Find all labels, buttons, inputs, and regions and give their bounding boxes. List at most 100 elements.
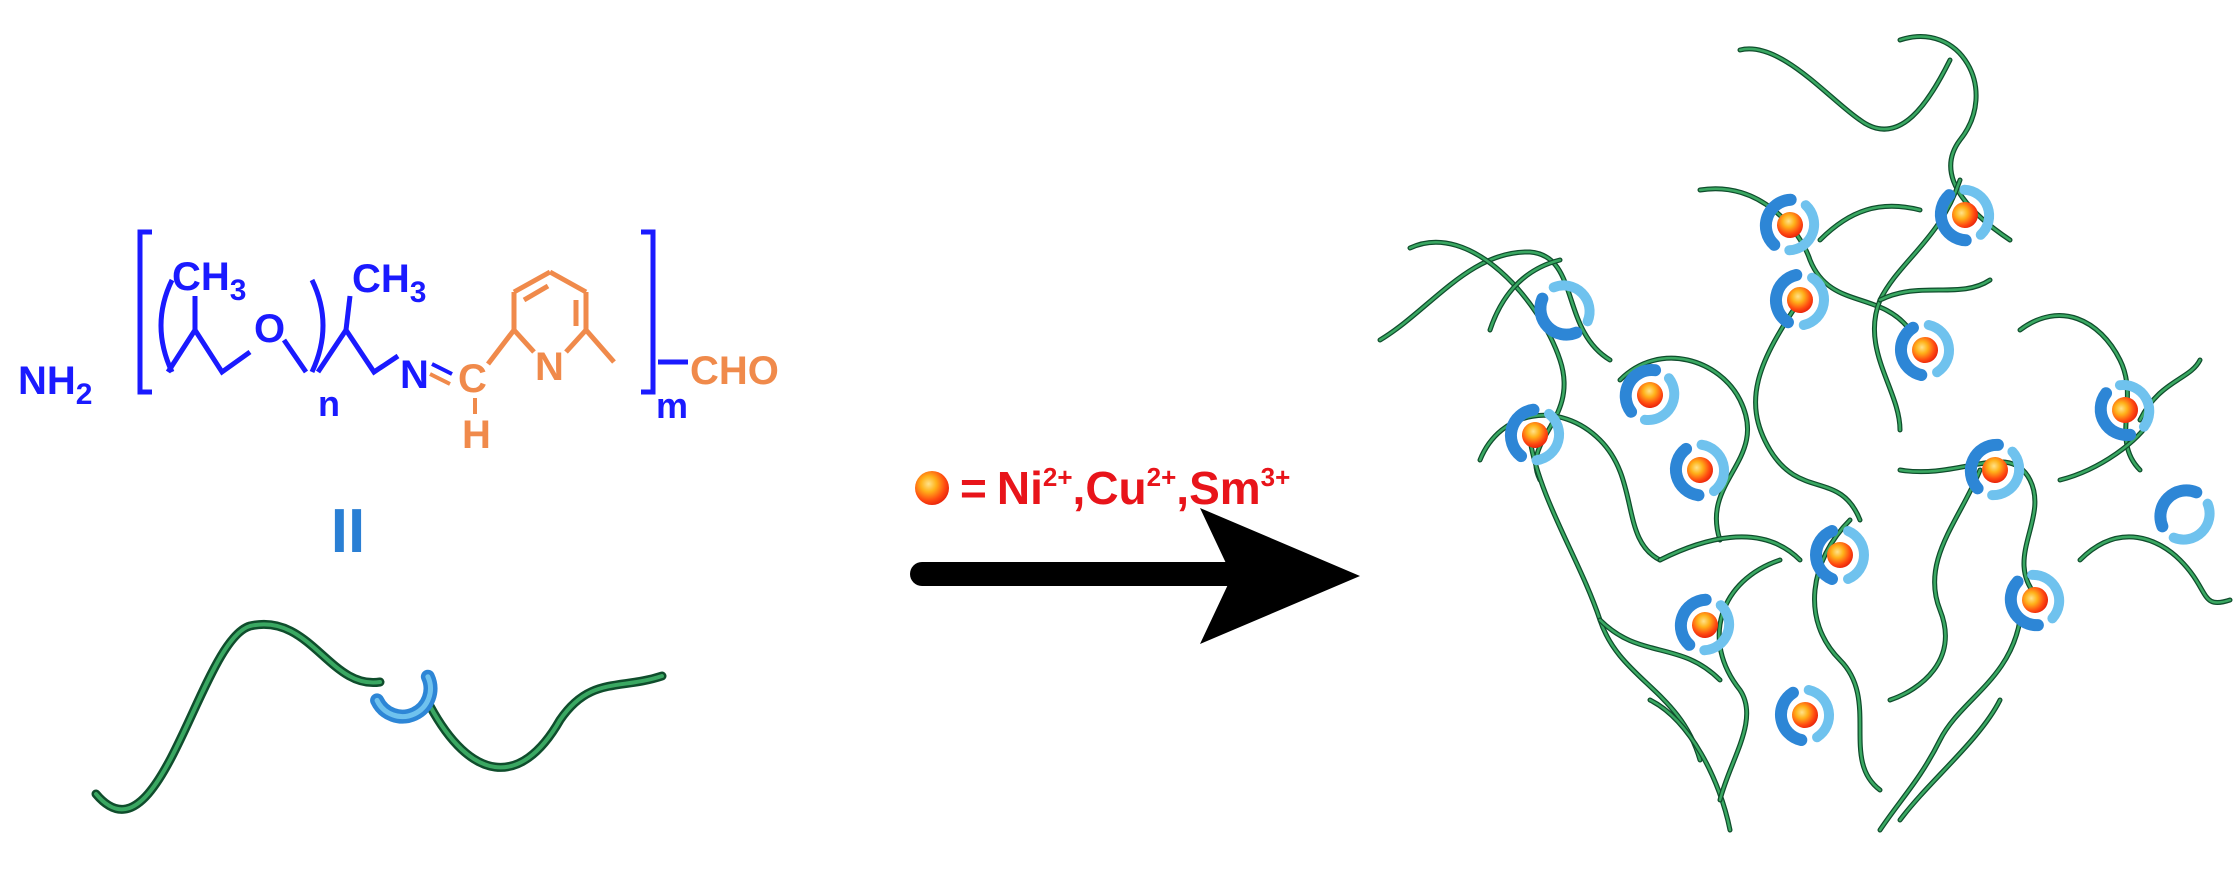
ligand-arc-right [1923,319,1954,378]
polymer-chain-22 [1817,203,1923,243]
metal-complex-5 [1619,364,1680,425]
polymer-chain-highlight-8 [1738,47,1952,131]
metal-ion-sphere-icon [2112,397,2138,423]
ligand-arc-left [2094,387,2137,441]
backbone-bonds-right [315,325,400,376]
ligand-arc-left [1759,193,1797,251]
legend-text: =Ni2+,Cu2+,Sm3+ [960,462,1290,514]
metal-complex-4 [1895,319,1954,382]
imine-nitrogen: N [400,353,429,397]
metal-ion-sphere-icon [1787,287,1813,313]
imine-double-bond-2 [429,372,451,386]
polymer-chain-highlight-21 [1598,618,1722,682]
polymer-chain-10 [1872,177,1963,433]
metal-complex-3 [1770,268,1829,331]
imine-double-bond-1 [431,362,453,376]
repeat-m: m [656,385,688,426]
imine-hydrogen: H [462,413,491,457]
ligand-arc-right [1696,439,1730,497]
polymer-chain-highlight-6 [1618,356,1749,542]
ligand-arc-left [1669,442,1705,502]
polymer-chain-highlight-10 [1873,178,1962,432]
ligand-arc-left [1534,292,1583,341]
free-ligand-14 [1534,280,1595,341]
metal-ion-sphere-icon [1792,702,1818,728]
ether-bond [281,338,309,374]
crosslinked-network [1377,34,2233,833]
metal-complex-2 [1934,184,1995,247]
polymer-chain-highlight-13 [1717,558,1782,802]
polymer-chain-19 [1657,534,1803,563]
repeat-n: n [318,383,340,424]
polymer-chain-highlight-20 [1878,278,1992,302]
imine-carbon: C [458,357,487,401]
network-ligands [1504,184,2215,747]
ligand-arc-right [1959,184,1995,240]
right-bracket [641,229,656,395]
metal-complex-8 [1669,439,1730,502]
metal-ion-sphere-icon [1952,202,1978,228]
ligand-arc-left [1674,593,1712,651]
ligand-arc-left [1775,686,1808,747]
ligand-arc-left [1934,189,1972,247]
ligand-arc-left [1810,525,1838,585]
ligand-arc-left [1895,321,1928,382]
inner-open-paren [158,278,175,374]
ligand-arc-right [1639,373,1680,425]
ether-oxygen: O [254,307,285,351]
ligand-arc-left [1504,403,1540,463]
metal-complex-13 [1775,684,1834,747]
pyridine-ring [486,269,616,366]
polymer-chain-highlight-16 [2078,535,2232,604]
methyl-left: CH3 [172,255,246,307]
ligand-arc-right [2027,569,2065,624]
network-chains [1377,34,2233,833]
ligand-arc-left [1964,438,2004,495]
metal-ion-legend: =Ni2+,Cu2+,Sm3+ [915,462,1290,514]
ligand-arc-right [1803,684,1834,743]
metal-ion-sphere-icon [2022,587,2048,613]
polymer-chain-highlight-18 [1888,468,1982,702]
ligand-arc-right [1987,446,2025,501]
polymer-chain-highlight-17 [1878,618,2022,832]
polymer-chain-5 [1647,697,1733,833]
ligand-arc-right [1843,526,1869,584]
metal-complex-11 [2004,569,2065,632]
polymer-chain-highlight-1 [1378,250,1612,362]
inner-close-paren [309,278,326,374]
metal-ion-sphere-icon [1912,337,1938,363]
ligand-arc-right [1531,408,1565,466]
aldehyde-cho: CHO [690,349,779,393]
metal-ion-sphere-icon [1827,542,1853,568]
amine-nh2: NH2 [18,359,92,411]
ligand-arc-left [2004,575,2044,632]
polymer-chain-highlight-26 [1488,258,1562,332]
polymer-chain-11 [1753,297,1863,523]
polymer-chain-highlight-22 [1818,205,1922,242]
ligand-arc-right [2168,498,2215,545]
ligand-arc-right [2114,380,2155,432]
polymer-chain-8 [1737,46,1953,132]
ligand-arc-left [1619,364,1662,418]
ligand-arc-right [1548,280,1595,327]
reaction-arrow [910,508,1360,644]
ligand-arc-right [1798,272,1829,331]
metal-complex-1 [1759,193,1820,256]
pyridine-nitrogen: N [535,345,564,389]
metal-ion-sphere-icon [915,471,949,505]
metal-complex-10 [1810,525,1869,585]
methyl-bond-right [343,295,353,331]
free-ligand-15 [2154,484,2215,545]
polymer-chain-highlight-4 [1528,438,1702,762]
ligand-arc-right [1784,200,1820,256]
polymer-chain-highlight-11 [1754,298,1862,522]
compound-label: II [331,497,365,566]
methyl-right: CH3 [352,257,426,309]
backbone-bonds-left [165,325,252,376]
metal-ion-sphere-icon [1637,382,1663,408]
metal-ion-sphere-icon [1522,422,1548,448]
left-bracket [137,229,152,395]
polymer-chain-highlight-14 [1898,460,2042,602]
metal-complex-7 [1504,403,1565,466]
metal-complex-12 [1674,593,1735,656]
